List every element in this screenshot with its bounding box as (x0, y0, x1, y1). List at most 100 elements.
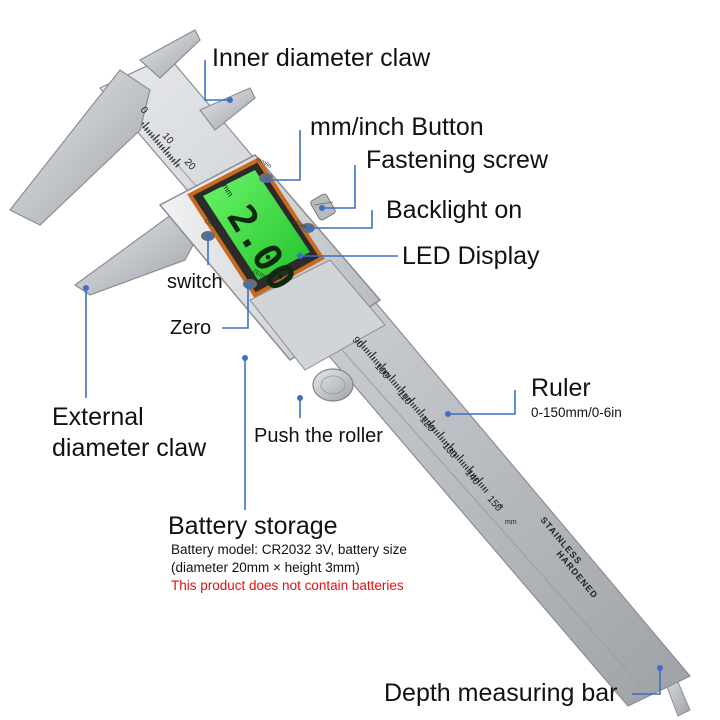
scale-tick (152, 134, 161, 141)
scale-tick (480, 484, 485, 489)
scale-tick (417, 408, 426, 416)
scale-tick (394, 383, 399, 388)
scale-tick (380, 367, 386, 372)
label-mm-inch-button: mm/inch Button (310, 113, 484, 141)
scale-tick (175, 163, 180, 168)
sliding-inner-claw (199, 87, 256, 131)
scale-tick (423, 418, 429, 423)
scale-tick (160, 146, 166, 151)
fixed-external-jaw (9, 69, 151, 226)
scale-tick (454, 454, 460, 459)
scale-tick (419, 413, 425, 418)
scale-tick (384, 372, 390, 377)
scale-tick (437, 431, 445, 439)
scale-tick (445, 443, 450, 448)
scale-tick (146, 129, 151, 134)
scale-tick (386, 374, 392, 379)
label-battery-storage: Battery storage (168, 512, 338, 540)
scale-tick (472, 475, 477, 480)
scale-tick (402, 392, 407, 398)
label-backlight-on: Backlight on (386, 196, 523, 224)
scale-tick (365, 349, 370, 354)
scale-tick (452, 452, 458, 457)
scale-tick (408, 397, 416, 404)
scale-tick (443, 440, 448, 446)
scale-tick (164, 151, 170, 156)
scale-tick (374, 360, 380, 366)
scale-tick (415, 408, 421, 414)
scale-tick (425, 420, 431, 425)
scale-tick (466, 465, 475, 473)
scale-tick (421, 415, 427, 420)
scale-tick (171, 158, 176, 163)
scale-tick (476, 477, 484, 484)
scale-tick (404, 395, 409, 400)
unit-mm: mm (505, 519, 517, 526)
label-battery-warning: This product does not contain batteries (171, 578, 404, 593)
scale-tick (429, 424, 435, 430)
scale-tick (450, 450, 456, 455)
scale-tick (398, 385, 406, 393)
lower-scale-ticks (349, 328, 489, 493)
scale-tick (162, 146, 171, 153)
label-zero: Zero (170, 317, 212, 339)
scale-tick (361, 344, 366, 350)
scale-tick (357, 340, 362, 345)
scale-tick (482, 486, 487, 491)
fixed-inner-claw (138, 29, 201, 79)
label-inner-diameter-claw: Inner diameter claw (212, 44, 431, 72)
scale-tick (168, 156, 174, 161)
scale-tick (470, 472, 475, 478)
label-switch: switch (167, 271, 223, 293)
scale-tick (460, 461, 466, 466)
scale-tick (376, 363, 382, 368)
label-push-roller: Push the roller (254, 425, 383, 447)
leader-lines (85, 60, 661, 695)
label-external-line2: diameter claw (52, 434, 207, 462)
label-battery-size: (diameter 20mm × height 3mm) (171, 560, 360, 575)
scale-tick (372, 358, 378, 363)
scale-tick (378, 362, 387, 370)
scale-tick (406, 397, 411, 402)
scale-tick (431, 427, 436, 432)
scale-tick (446, 442, 455, 450)
scale-tick (148, 131, 153, 136)
scale-tick (363, 347, 368, 352)
scale-tick (456, 454, 465, 462)
scale-tick (400, 390, 405, 395)
label-depth-measuring-bar: Depth measuring bar (384, 679, 618, 707)
scale-tick (413, 406, 419, 411)
scale-tick (396, 386, 401, 391)
scale-tick (464, 465, 470, 471)
scale-number: 0 (138, 105, 150, 117)
scale-tick (468, 470, 473, 475)
scale-tick (427, 420, 436, 427)
label-ruler-range: 0-150mm/0-6in (531, 405, 622, 420)
scale-tick (478, 481, 483, 487)
scale-tick (158, 143, 164, 149)
scale-tick (173, 158, 181, 166)
sliding-external-jaw (73, 211, 201, 296)
scale-tick (166, 153, 172, 158)
scale-tick (388, 374, 397, 382)
scale-tick (439, 436, 444, 441)
scale-tick (411, 404, 417, 409)
scale-tick (156, 141, 162, 146)
scale-tick (390, 379, 396, 384)
unit-in: in (498, 503, 504, 510)
scale-tick (435, 431, 440, 436)
label-led-display: LED Display (402, 242, 540, 270)
led-screen (203, 170, 310, 280)
scale-tick (369, 351, 377, 359)
leader-dots (83, 97, 663, 671)
label-ruler: Ruler (531, 374, 591, 402)
scale-tick (144, 126, 149, 132)
scale-tick (474, 477, 479, 482)
push-roller (312, 368, 354, 402)
scale-tick (359, 340, 367, 347)
scale-tick (392, 381, 398, 386)
scale-tick (409, 402, 415, 407)
label-fastening-screw: Fastening screw (366, 146, 549, 174)
